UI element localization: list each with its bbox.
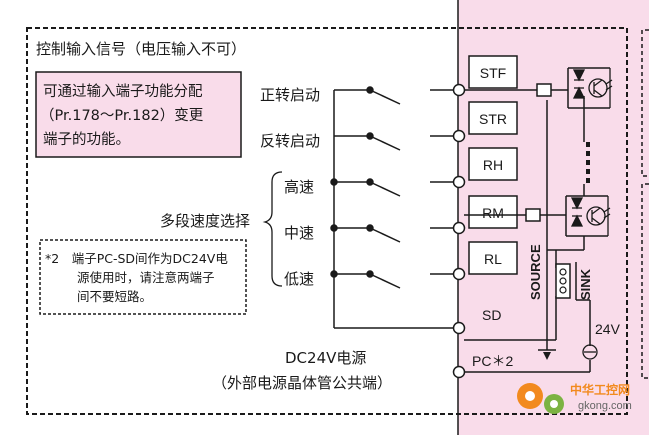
terminal-str: STR: [479, 111, 507, 127]
optocoupler-lower: [570, 196, 611, 236]
terminal-rh: RH: [483, 157, 503, 173]
terminal-box-rm: [468, 195, 518, 229]
switch-str: [334, 132, 459, 151]
label-source: SOURCE: [528, 244, 543, 300]
label-mid-speed: 中速: [284, 224, 314, 242]
note1-box: [35, 71, 242, 158]
multi-speed-brace: [262, 171, 283, 287]
watermark-url: gkong.com: [578, 400, 632, 412]
jumper-pin-1: [559, 268, 567, 276]
label-forward-start: 正转启动: [260, 86, 320, 104]
watermark-logo: 中华工控网 gkong.com: [517, 382, 632, 414]
ground-arrow: [543, 352, 551, 360]
terminal-box-stf: [468, 55, 518, 89]
label-dc24v-sub: （外部电源晶体管公共端）: [212, 374, 392, 392]
label-dc24v: DC24V电源: [285, 349, 366, 367]
watermark-brand: 中华工控网: [570, 382, 630, 397]
section-title: 控制输入信号（电压输入不可）: [36, 40, 246, 58]
optocoupler-upper: [572, 68, 613, 108]
jumper-pin-2: [559, 277, 567, 285]
lower-dashed-box: [641, 183, 649, 379]
switch-rh: [330, 178, 459, 197]
note1-line3: 端子的功能。: [43, 131, 130, 148]
terminal-box-str: [468, 101, 518, 135]
switch-rl: [330, 270, 459, 289]
terminal-stf: STF: [480, 65, 506, 81]
terminal-rl: RL: [484, 251, 502, 267]
note2-box: [39, 239, 247, 315]
label-reverse-start: 反转启动: [260, 132, 320, 150]
dc-source-symbol: [582, 344, 598, 360]
terminal-box-rh: [468, 147, 518, 181]
jumper-pin-3: [559, 286, 567, 294]
label-high-speed: 高速: [284, 178, 314, 196]
terminal-sd: SD: [482, 307, 501, 323]
switch-rm: [330, 224, 459, 243]
label-24v: 24V: [595, 321, 621, 337]
upper-dashed-box: [641, 29, 649, 177]
outer-dashed-frame: [26, 27, 628, 415]
note1-line2: （Pr.178～Pr.182）变更: [40, 107, 204, 124]
note2-line1: *2 端子PC-SD间作为DC24V电: [45, 251, 228, 266]
terminal-box-rl: [468, 241, 518, 275]
switch-stf: [334, 86, 459, 105]
note2-line2: 源使用时，请注意两端子: [77, 270, 215, 285]
note1-line1: 可通过输入端子功能分配: [43, 83, 203, 100]
label-sink: SINK: [578, 268, 593, 300]
terminal-pc: PC＊2: [472, 353, 513, 369]
terminal-rm: RM: [482, 205, 504, 221]
internal-wiring: [464, 67, 610, 373]
label-low-speed: 低速: [284, 270, 314, 288]
note2-line3: 间不要短路。: [77, 289, 152, 304]
label-multi-speed: 多段速度选择: [160, 212, 250, 230]
